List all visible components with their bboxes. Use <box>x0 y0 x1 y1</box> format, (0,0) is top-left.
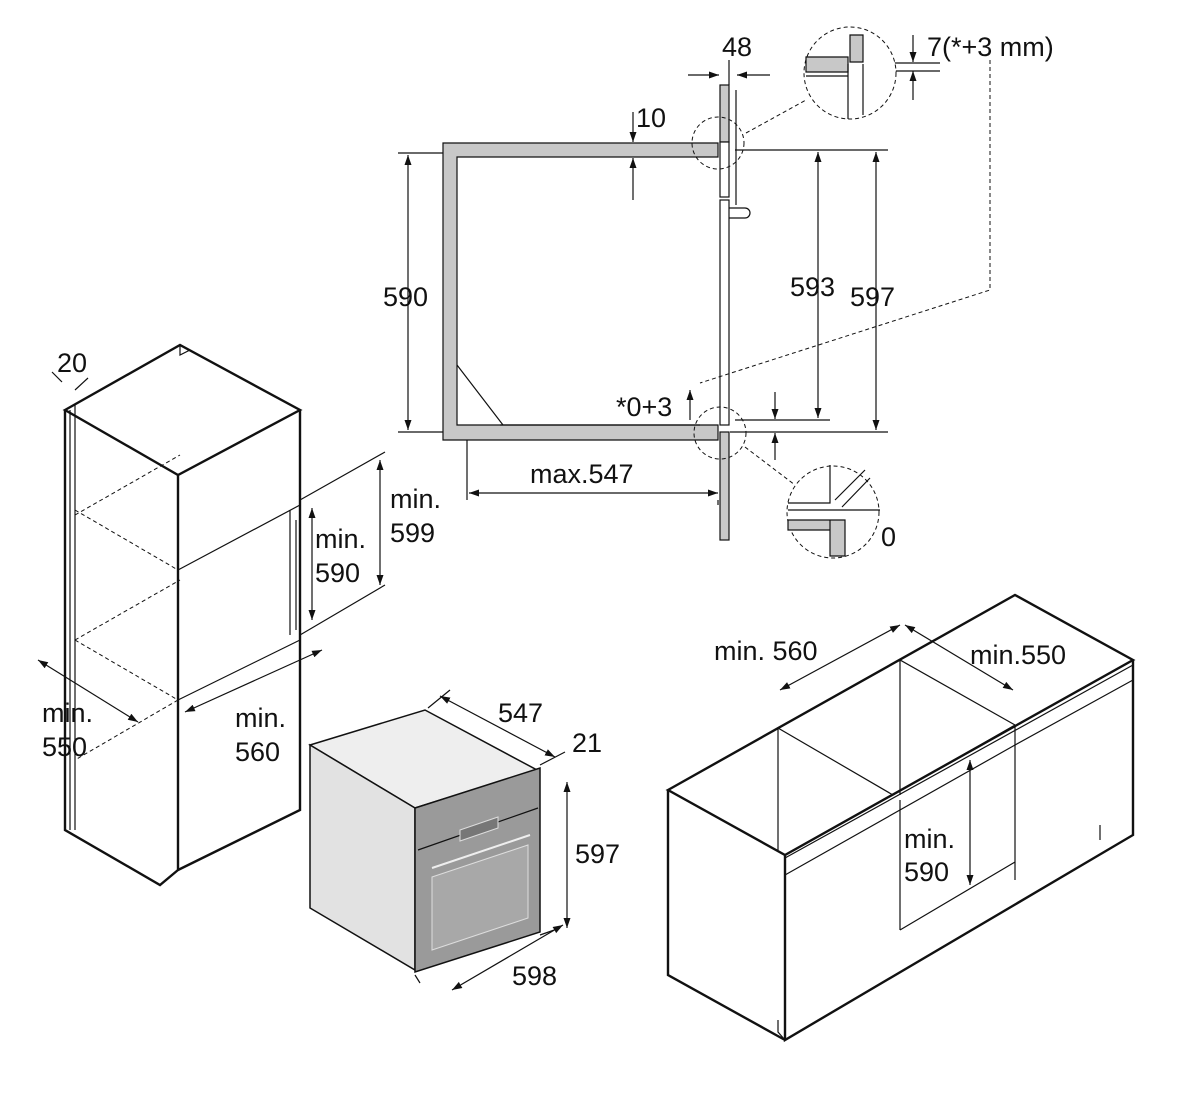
dim-min-590-base-label: min. <box>904 824 955 854</box>
dim-min-590-label: min. <box>315 524 366 554</box>
oven-window <box>431 844 529 951</box>
dim-tolerance: *0+3 <box>616 392 672 422</box>
dim-598: 598 <box>512 961 557 991</box>
dim-min-550-label: min. <box>42 698 93 728</box>
base-cabinet: min. 560 min.550 min. 590 <box>665 593 1136 1043</box>
detail-circle-bottom <box>744 446 880 559</box>
dim-21: 21 <box>572 728 602 758</box>
door-handle <box>729 207 751 219</box>
dim-min-590-value: 590 <box>315 558 360 588</box>
oven-fascia <box>719 141 730 198</box>
dim-0: 0 <box>881 522 896 552</box>
dim-min-599-label: min. <box>390 484 441 514</box>
oven-door <box>719 199 730 426</box>
detail-circle-top <box>745 26 897 134</box>
dim-min-550-value: 550 <box>42 732 87 762</box>
dim-593: 593 <box>790 272 835 302</box>
dim-min-599-value: 599 <box>390 518 435 548</box>
section-view: 48 7(*+3 mm) 10 590 593 597 *0+3 max.547… <box>383 26 1054 559</box>
detail-marker-top <box>691 116 745 170</box>
dim-max-547: max.547 <box>530 459 634 489</box>
dim-min-550-base: min.550 <box>970 640 1066 670</box>
front-panel-top <box>719 84 730 143</box>
dim-597-oven: 597 <box>575 839 620 869</box>
niche-wall <box>442 142 719 441</box>
oven-display <box>459 816 499 842</box>
dim-7: 7(*+3 mm) <box>927 32 1054 62</box>
dim-547: 547 <box>498 698 543 728</box>
dim-10: 10 <box>636 103 666 133</box>
dim-min-590-base-value: 590 <box>904 857 949 887</box>
front-panel-bottom <box>719 431 730 541</box>
tall-cabinet: 20 min. 599 min. 590 min. 550 min. 560 <box>37 343 441 887</box>
dim-min-560-base: min. 560 <box>714 636 818 666</box>
dim-min-560-label: min. <box>235 703 286 733</box>
dim-min-560-value: 560 <box>235 737 280 767</box>
dim-590: 590 <box>383 282 428 312</box>
detail-marker-bottom <box>693 406 747 460</box>
oven-isometric: 547 21 597 598 <box>308 689 620 991</box>
dim-20: 20 <box>57 348 87 378</box>
oven-handle <box>431 834 531 869</box>
inner-slope <box>456 364 700 426</box>
dim-597: 597 <box>850 282 895 312</box>
dim-48: 48 <box>722 32 752 62</box>
